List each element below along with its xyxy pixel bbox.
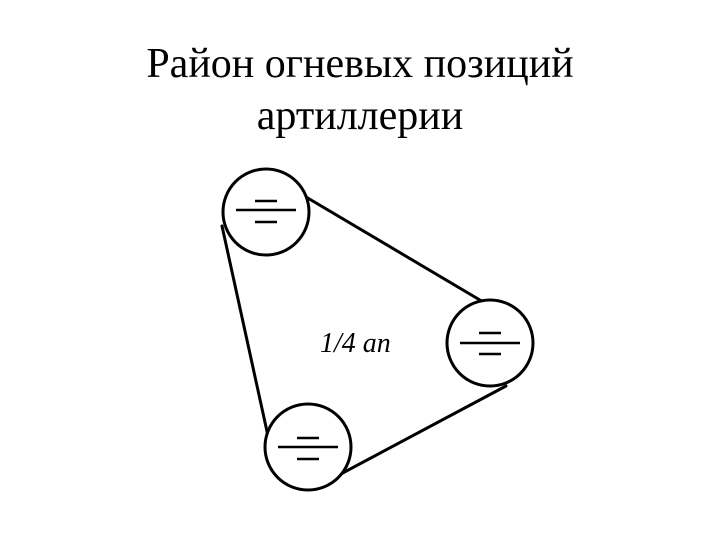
title-line-2: артиллерии: [256, 93, 464, 139]
position-top-left: [221, 167, 311, 257]
position-right: [445, 298, 535, 388]
boundary-line-left: [220, 224, 270, 438]
artillery-position-icon: [460, 331, 520, 356]
artillery-position-icon: [278, 436, 338, 461]
page-title: Район огневых позиций артиллерии: [0, 38, 720, 142]
title-line-1: Район огневых позиций: [146, 41, 574, 87]
artillery-position-icon: [236, 199, 296, 224]
unit-label: 1/4 ап: [320, 328, 391, 359]
position-bottom: [263, 402, 353, 492]
boundary-lines: [220, 195, 508, 486]
boundary-line-bottom: [320, 384, 508, 486]
position-circle: [221, 167, 311, 257]
boundary-line-top: [304, 195, 492, 308]
